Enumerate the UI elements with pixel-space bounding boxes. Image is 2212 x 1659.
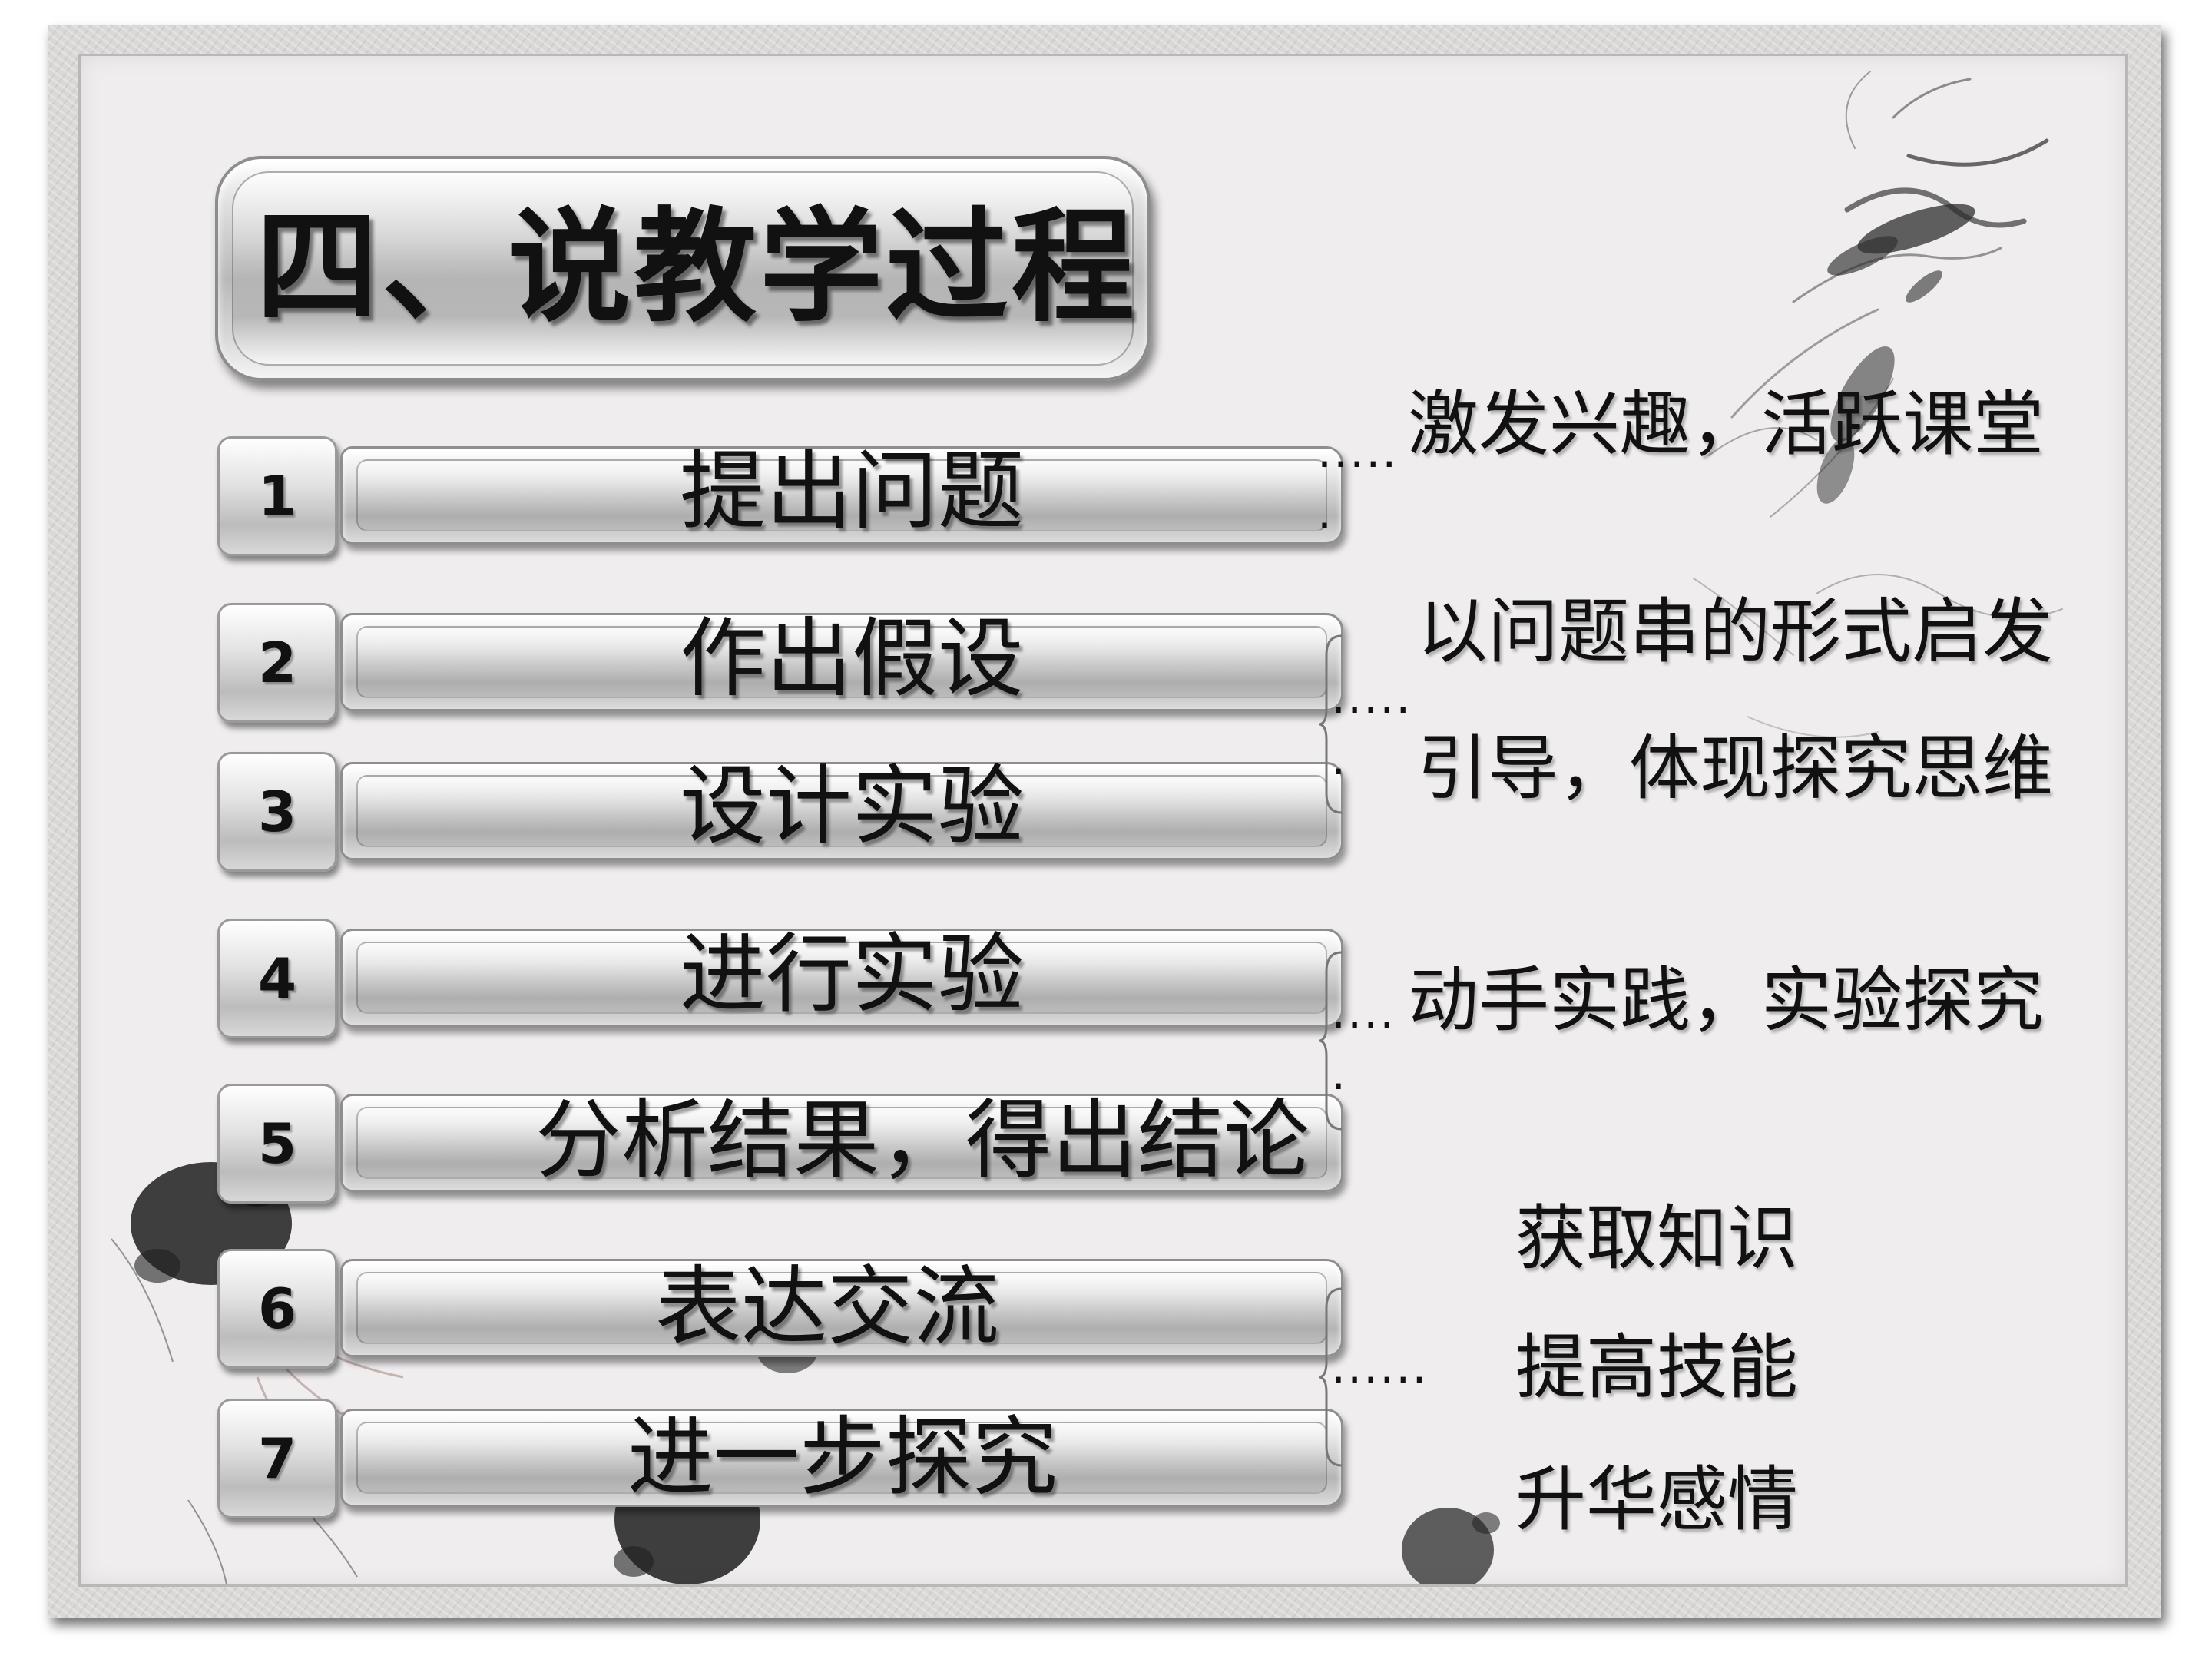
step-bar: [340, 1409, 1343, 1507]
title-plaque: [215, 156, 1151, 381]
step-number-badge: 2: [217, 603, 337, 723]
step-number-badge: 7: [217, 1399, 337, 1518]
slide-panel: 四、说教学过程 1 提出问题 2 作出假设 3 设计实验 4 进行实验 5 分析…: [78, 54, 2128, 1587]
note-text: 动手实践，实验探究: [1408, 959, 2045, 1041]
leader-dots: .....: [1331, 671, 1412, 724]
step-label: 进行实验: [680, 925, 1024, 1025]
note-text: 引导，体现探究思维: [1417, 727, 2054, 810]
leader-dots: .....: [1317, 425, 1399, 478]
step-bar: [340, 762, 1343, 860]
note-text: 激发兴趣，活跃课堂: [1408, 383, 2045, 465]
step-label: 作出假设: [680, 609, 1024, 709]
step-bar: [340, 929, 1343, 1027]
step-bar: [340, 1259, 1343, 1357]
brace-icon: [1319, 634, 1343, 814]
step-bar: [340, 446, 1343, 545]
step-number-badge: 3: [217, 752, 337, 872]
note-list-item: 提高技能: [1515, 1326, 1799, 1409]
step-label: 表达交流: [655, 1257, 999, 1357]
step-number-badge: 6: [217, 1249, 337, 1369]
brace-icon: [1319, 1287, 1343, 1467]
step-label: 提出问题: [680, 442, 1024, 541]
leader-dots: ......: [1331, 1340, 1429, 1394]
step-bar: [340, 1094, 1343, 1192]
step-number-badge: 1: [217, 436, 337, 556]
step-number-badge: 4: [217, 919, 337, 1038]
leader-dots: .: [1331, 1047, 1348, 1101]
leader-dots: ....: [1331, 985, 1396, 1039]
slide-frame: 四、说教学过程 1 提出问题 2 作出假设 3 设计实验 4 进行实验 5 分析…: [48, 25, 2161, 1618]
step-label: 设计实验: [680, 757, 1024, 856]
note-text: 以问题串的形式启发: [1417, 591, 2054, 673]
brace-icon: [1319, 951, 1343, 1131]
note-list-item: 升华感情: [1515, 1459, 1799, 1541]
title-plaque-bevel: [232, 171, 1134, 366]
step-bar: [340, 613, 1343, 711]
page-title: 四、说教学过程: [256, 195, 1138, 339]
step-label: 进一步探究: [628, 1408, 1058, 1508]
step-number-badge: 5: [217, 1084, 337, 1204]
leader-dots: .: [1331, 732, 1348, 786]
leader-dots: .: [1317, 486, 1334, 540]
step-label: 分析结果，得出结论: [535, 1091, 1310, 1190]
note-list-item: 获取知识: [1515, 1197, 1799, 1280]
